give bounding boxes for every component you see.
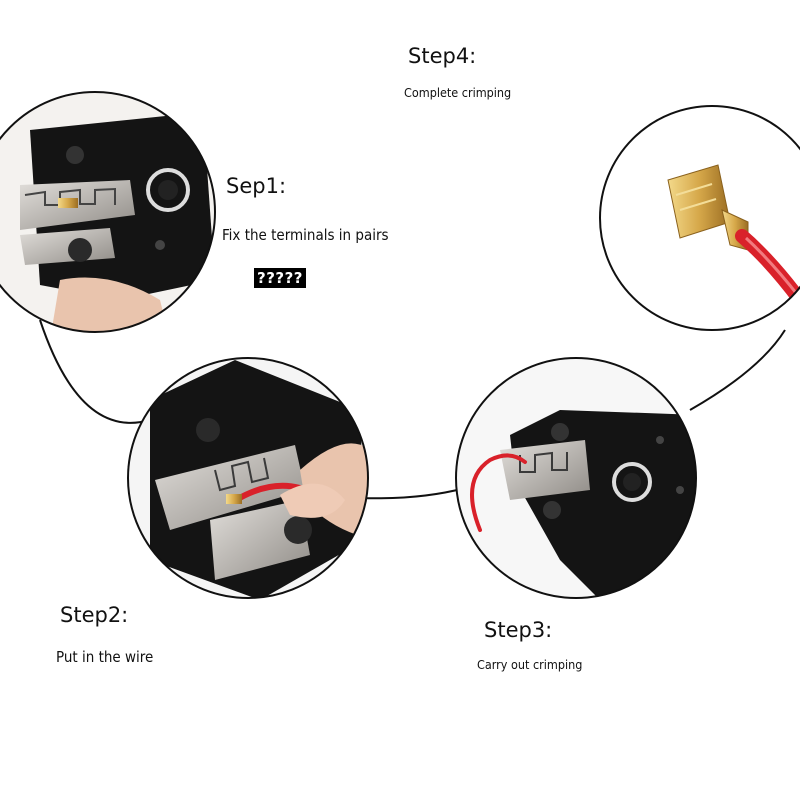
step1-circle xyxy=(0,91,216,333)
step4-caption: Complete crimping xyxy=(404,85,512,100)
step1-photo xyxy=(0,92,215,332)
step3-title: Step3: xyxy=(484,618,553,642)
step1-caption: Fix the terminals in pairs xyxy=(222,226,389,244)
step4-photo xyxy=(600,106,800,330)
step2-caption: Put in the wire xyxy=(56,648,154,666)
step2-photo xyxy=(128,358,368,598)
step2-title: Step2: xyxy=(60,603,129,627)
connector-arc xyxy=(39,319,786,500)
step3-photo xyxy=(456,358,696,598)
step3-circle xyxy=(455,357,697,599)
step2-circle xyxy=(127,357,369,599)
step4-circle xyxy=(599,105,800,331)
step4-title: Step4: xyxy=(408,44,477,68)
step3-caption: Carry out crimping xyxy=(477,657,583,672)
step1-title: Sep1: xyxy=(226,174,287,198)
step1-note: ????? xyxy=(254,268,307,288)
